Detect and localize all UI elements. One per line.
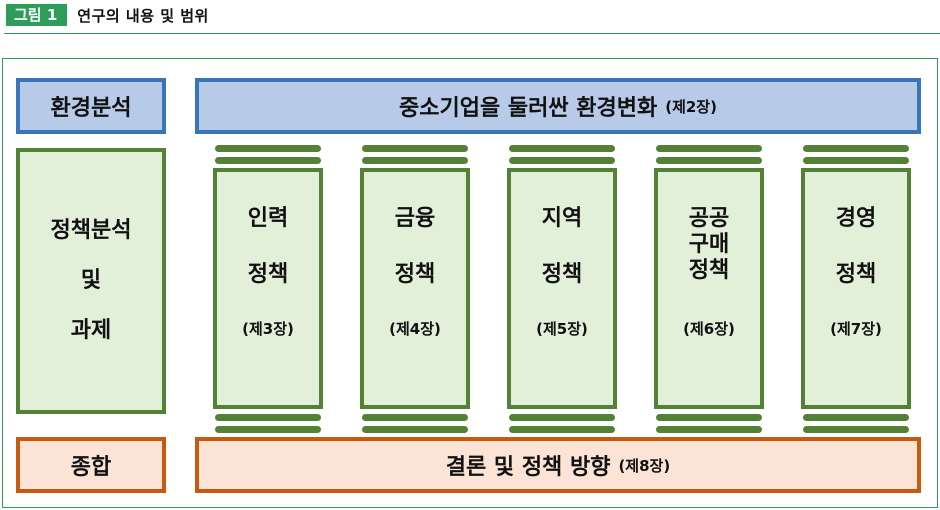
environment-label-box: 환경분석 (16, 78, 166, 134)
environment-label: 환경분석 (50, 96, 132, 121)
pillar-bar (509, 145, 615, 152)
synthesis-content: 결론 및 정책 방향 (445, 455, 611, 480)
policy-label-line2: 및 (80, 268, 102, 293)
environment-content: 중소기업을 둘러싼 환경변화 (399, 96, 658, 121)
title-divider (4, 33, 940, 34)
pillar-bar (803, 414, 909, 421)
pillar-bar (362, 414, 468, 421)
figure-badge: 그림 1 (6, 4, 68, 26)
pillar-procurement: 공공 구매 정책 (제6장) (654, 168, 764, 409)
environment-content-box: 중소기업을 둘러싼 환경변화 (제2장) (195, 78, 921, 134)
pillar-bar (803, 145, 909, 152)
pillar-chapter: (제7장) (830, 320, 882, 338)
pillar-subtitle: 정책 (394, 262, 436, 287)
pillar-management: 경영 정책 (제7장) (801, 168, 911, 409)
pillar-subtitle: 정책 (688, 258, 730, 283)
pillar-bar (803, 157, 909, 164)
pillar-title: 지역 (541, 206, 583, 231)
pillar-subtitle: 정책 (247, 262, 289, 287)
pillar-title: 금융 (394, 206, 436, 231)
pillar-bar (803, 426, 909, 433)
pillar-bar (656, 426, 762, 433)
pillar-title: 공공 (688, 206, 730, 231)
figure-caption: 연구의 내용 및 범위 (77, 6, 209, 25)
pillar-bar (509, 157, 615, 164)
synthesis-label: 종합 (70, 455, 112, 480)
pillar-bar (509, 426, 615, 433)
pillar-bar (509, 414, 615, 421)
pillar-labor: 인력 정책 (제3장) (213, 168, 323, 409)
pillar-bar (362, 426, 468, 433)
policy-label-box: 정책분석 및 과제 (16, 148, 166, 414)
pillar-bar (362, 157, 468, 164)
pillar-bar (215, 414, 321, 421)
environment-chapter: (제2장) (665, 97, 717, 116)
pillar-bar (362, 145, 468, 152)
pillar-bar (656, 157, 762, 164)
pillar-region: 지역 정책 (제5장) (507, 168, 617, 409)
pillar-chapter: (제5장) (536, 320, 588, 338)
pillar-bar (215, 426, 321, 433)
pillar-chapter: (제4장) (389, 320, 441, 338)
pillar-title: 경영 (835, 206, 877, 231)
synthesis-label-box: 종합 (16, 437, 166, 493)
pillar-subtitle: 정책 (541, 262, 583, 287)
pillar-bar (215, 145, 321, 152)
pillar-bar (215, 157, 321, 164)
pillar-chapter: (제6장) (683, 320, 735, 338)
pillar-bar (656, 145, 762, 152)
figure-title: 그림 1 연구의 내용 및 범위 (6, 4, 209, 26)
policy-label-line3: 과제 (70, 318, 112, 343)
synthesis-chapter: (제8장) (618, 456, 671, 475)
diagram-frame (2, 58, 938, 508)
pillar-bar (656, 414, 762, 421)
policy-label-line1: 정책분석 (50, 218, 132, 243)
pillar-finance: 금융 정책 (제4장) (360, 168, 470, 409)
pillar-title: 인력 (247, 206, 289, 231)
pillar-title-2: 구매 (688, 232, 730, 257)
synthesis-content-box: 결론 및 정책 방향 (제8장) (195, 437, 921, 493)
pillar-chapter: (제3장) (242, 320, 294, 338)
pillar-subtitle: 정책 (835, 262, 877, 287)
